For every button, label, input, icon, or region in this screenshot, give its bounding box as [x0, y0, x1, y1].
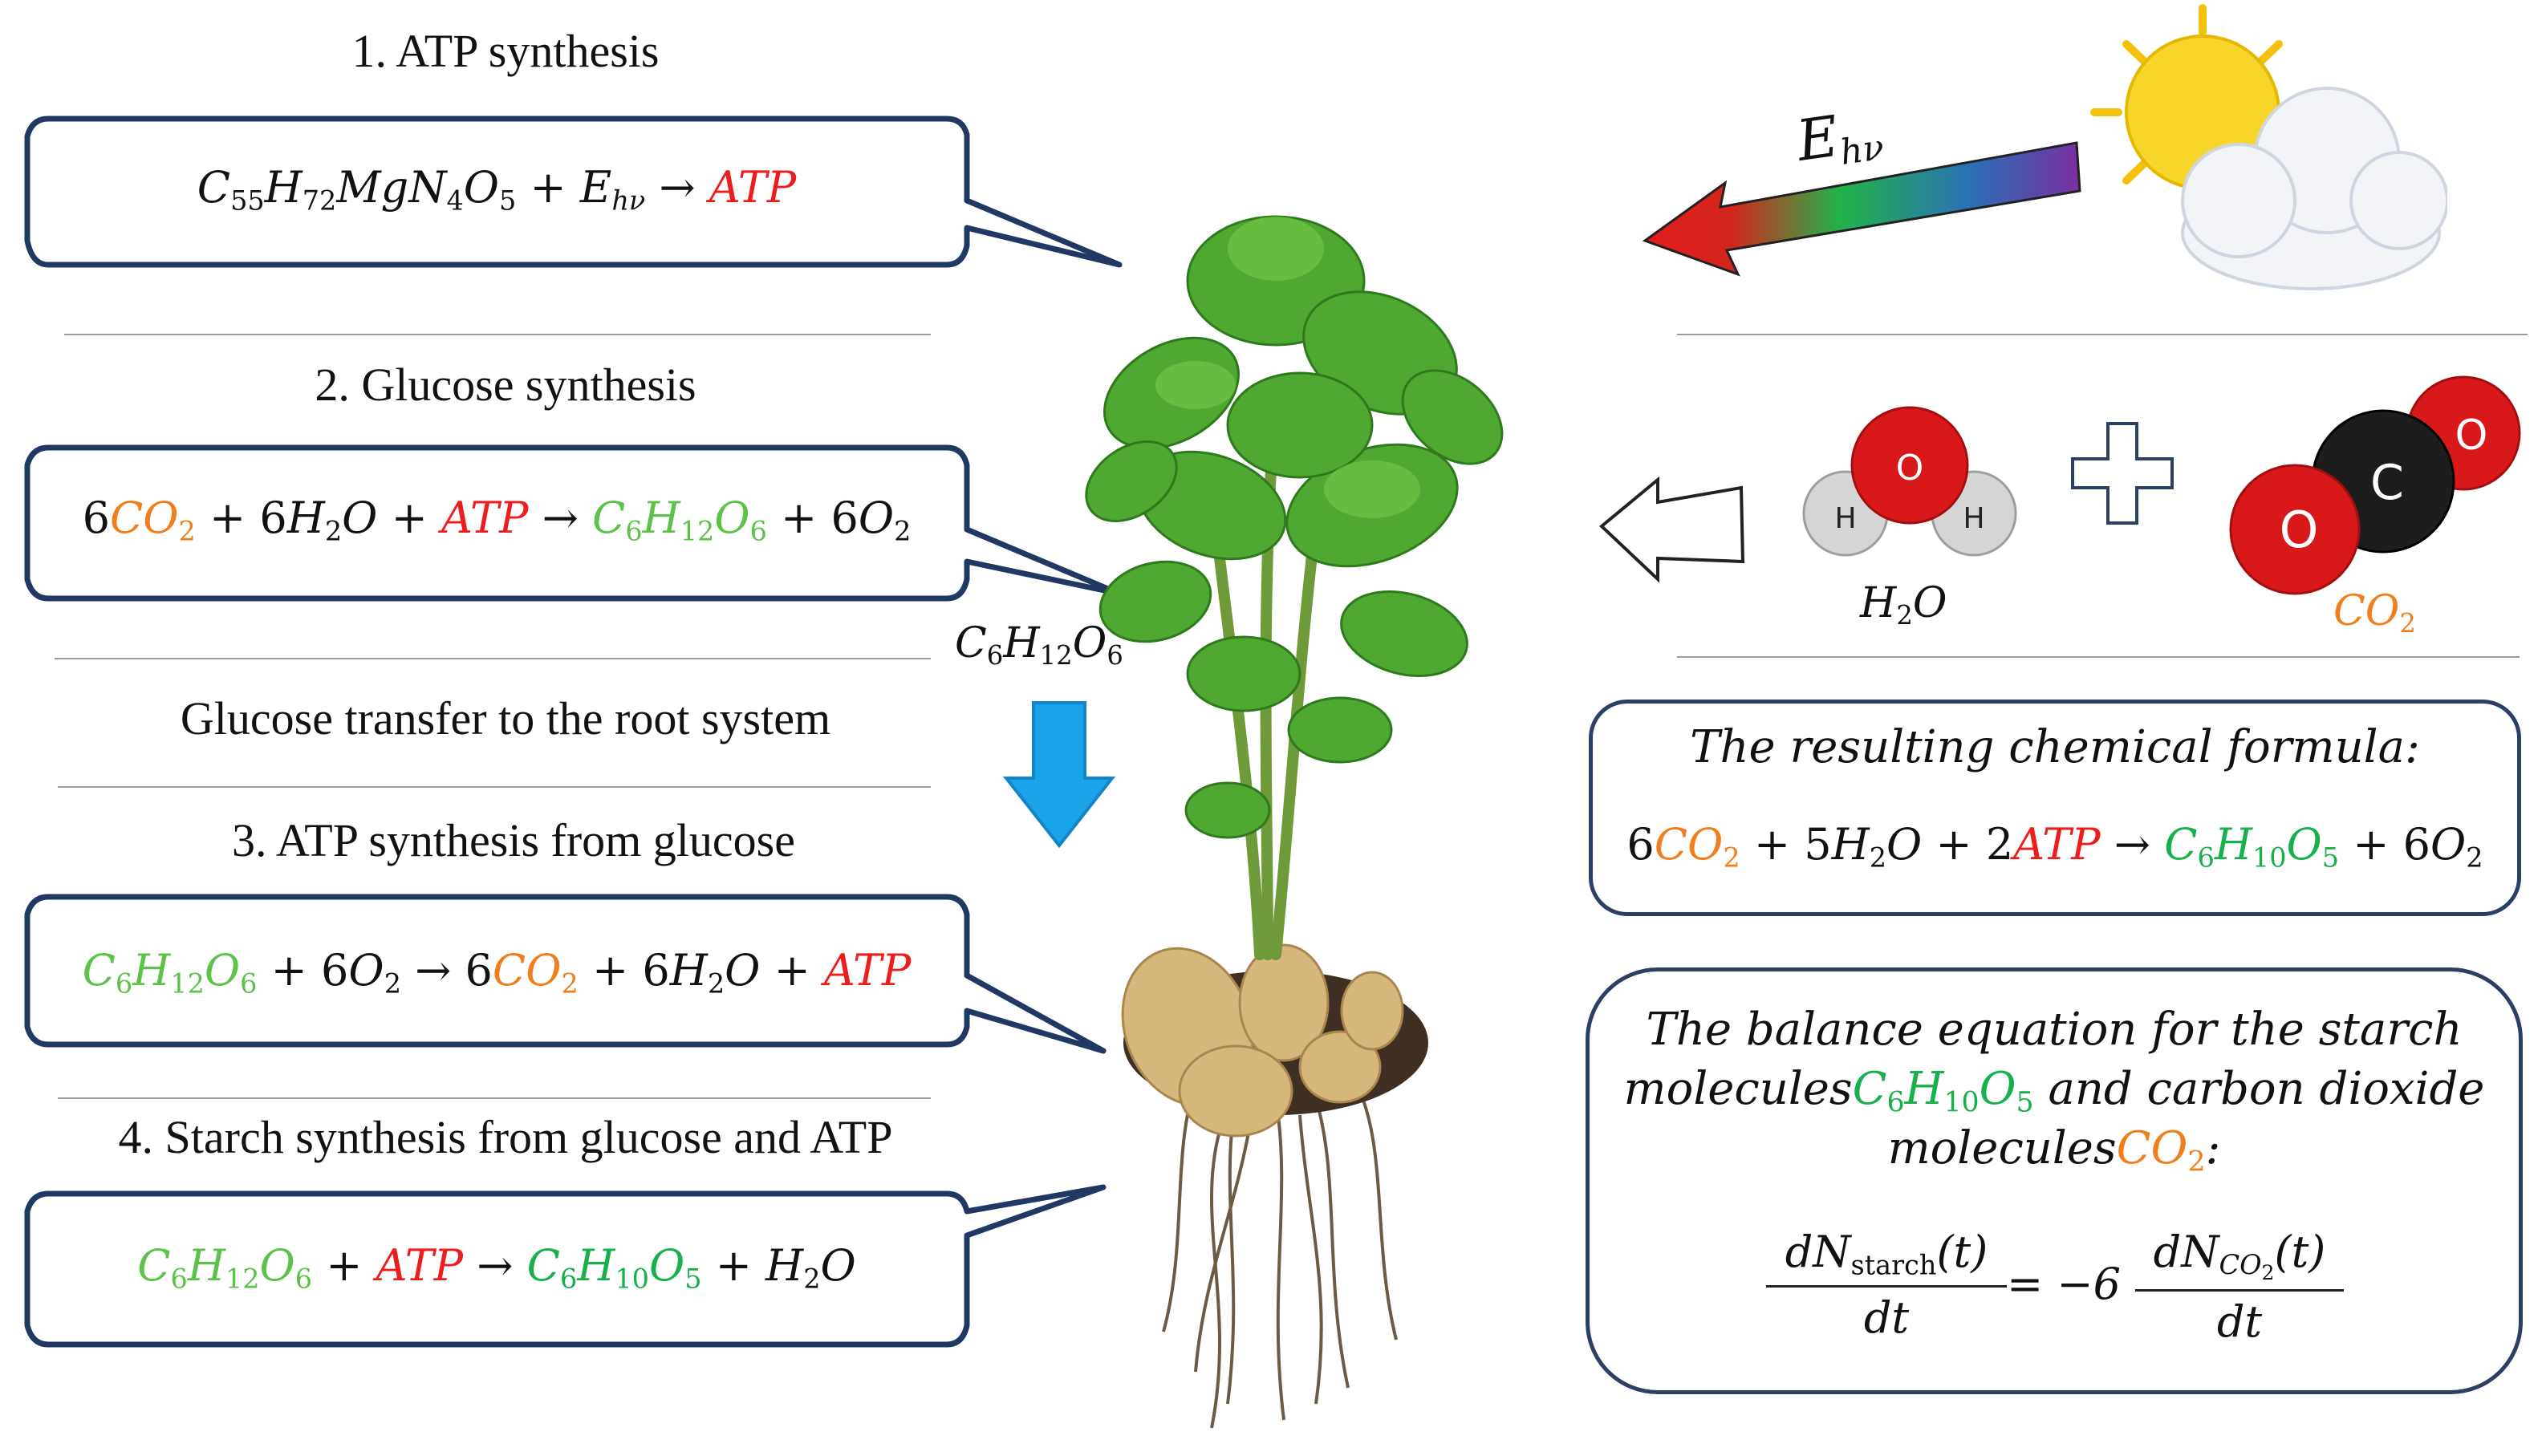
- plus-icon: [2071, 422, 2174, 525]
- co2-molecule-icon: O C O: [2229, 375, 2521, 595]
- oxygen-atom-label: O: [1896, 448, 1924, 489]
- result-box: The resulting chemical formula: 6CO2 + 5…: [1589, 700, 2521, 916]
- light-energy-label: Ehν: [1793, 103, 1887, 174]
- callout-box-3: [24, 894, 1107, 1054]
- divider: [1677, 334, 2528, 335]
- light-energy-arrow-icon: [1642, 141, 2081, 277]
- sun-cloud-icon: [2090, 4, 2447, 290]
- step-3-heading: 3. ATP synthesis from glucose: [232, 814, 795, 866]
- oxygen-atom-label: O: [2280, 501, 2319, 559]
- step-4-heading: 4. Starch synthesis from glucose and ATP: [118, 1111, 893, 1163]
- potato-tubers-icon: [1121, 943, 1404, 1138]
- atp-label: ATP: [709, 162, 797, 213]
- transfer-heading: Glucose transfer to the root system: [180, 692, 831, 744]
- carbon-atom-label: C: [2370, 455, 2404, 511]
- step-1-heading: 1. ATP synthesis: [351, 25, 660, 77]
- oxygen-atom-label: O: [2455, 412, 2488, 460]
- step-2-heading: 2. Glucose synthesis: [315, 359, 696, 411]
- equation-2: 6CO2 + 6H2O + ATP → C6H12O6 + 6O2: [82, 493, 912, 547]
- equation-4: C6H12O6 + ATP → C6H10O5 + H2O: [137, 1240, 856, 1295]
- balance-box: The balance equation for the starch mole…: [1586, 967, 2523, 1394]
- divider: [58, 1097, 931, 1099]
- callout-box-2: [24, 444, 1123, 602]
- down-arrow-icon: [1003, 701, 1115, 849]
- leaves-icon: [1085, 215, 1504, 839]
- equation-3: C6H12O6 + 6O2 → 6CO2 + 6H2O + ATP: [82, 945, 912, 1000]
- balance-equals: = −6: [2007, 1259, 2122, 1309]
- callout-box-4: [24, 1184, 1107, 1348]
- result-title: The resulting chemical formula:: [1690, 721, 2420, 773]
- balance-line-3: moleculesCO2:: [1887, 1122, 2221, 1178]
- divider: [1677, 656, 2520, 658]
- hydrogen-atom-label: H: [1834, 502, 1856, 535]
- equation-1: C55H72MgN4O5 + Ehν → ATP: [197, 162, 797, 217]
- water-molecule-icon: O H H: [1802, 406, 2017, 557]
- water-label: H2O: [1860, 579, 1947, 631]
- co2-label: CO2: [2333, 587, 2416, 639]
- potato-plant-illustration: [1085, 215, 1504, 1429]
- divider: [55, 658, 931, 659]
- roots-icon: [1162, 1082, 1398, 1429]
- balance-line-1: The balance equation for the starch: [1646, 1004, 2463, 1056]
- fraction-starch: dNstarch(t) dt: [1766, 1227, 2007, 1343]
- callout-box-1: [24, 116, 1123, 268]
- glucose-transfer-label: C6H12O6: [955, 619, 1123, 671]
- result-equation: 6CO2 + 5H2O + 2ATP → C6H10O5 + 6O2: [1626, 819, 2483, 874]
- divider: [64, 334, 931, 335]
- callout-boxes: [24, 116, 1123, 1348]
- fraction-co2: dNCO2(t) dt: [2135, 1227, 2344, 1347]
- divider: [58, 786, 931, 788]
- balance-line-2: moleculesC6H10O5 and carbon dioxide: [1623, 1063, 2485, 1119]
- hydrogen-atom-label: H: [1963, 502, 1984, 535]
- hollow-arrow-icon: [1598, 476, 1745, 583]
- balance-equation: dNstarch(t) dt = −6 dNCO2(t) dt: [1590, 1227, 2519, 1371]
